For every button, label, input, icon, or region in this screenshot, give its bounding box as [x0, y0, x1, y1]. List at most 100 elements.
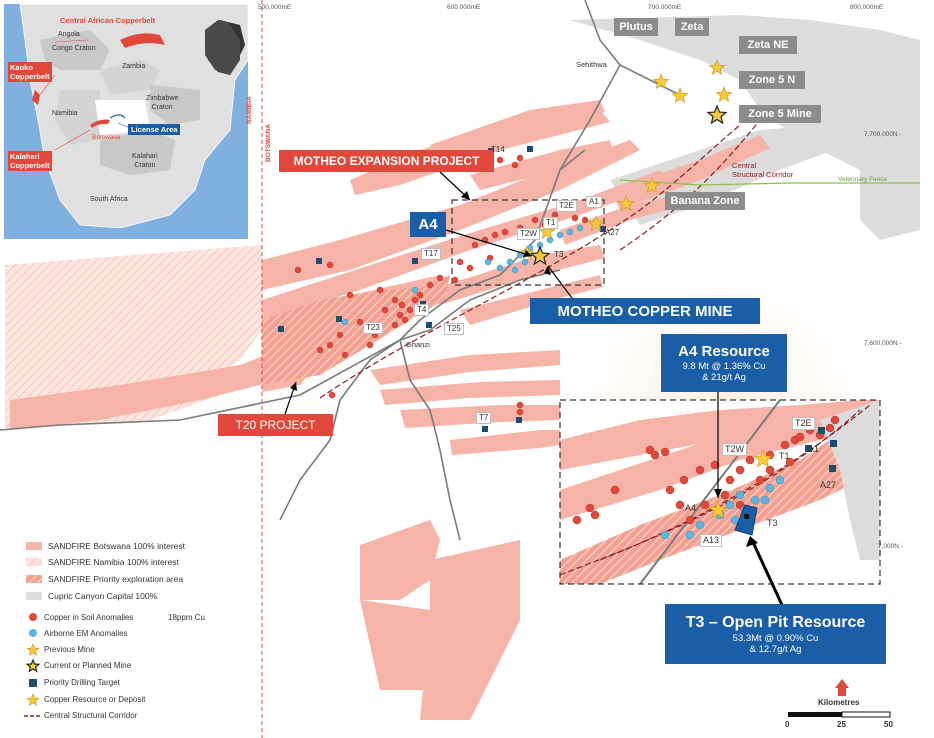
zoom-tag-a4: A4 — [685, 503, 697, 513]
inset-label-zambia: Zambia — [122, 63, 146, 70]
legend-sandfire-priority: SANDFIRE Priority exploration area — [48, 574, 184, 584]
t3-pit-marker — [744, 514, 749, 519]
zoom-tag-a1: A1 — [808, 444, 820, 454]
zoom-star-t1 — [753, 449, 773, 468]
inset-label-license-area: License Area — [128, 124, 181, 135]
callout-motheo-expansion: MOTHEO EXPANSION PROJECT — [279, 150, 494, 172]
tag-t14: T14 — [491, 145, 505, 154]
label-zeta: Zeta — [675, 18, 709, 36]
t3-resource-line1: 53.3Mt @ 0.90% Cu — [732, 633, 819, 644]
legend-symbols — [24, 542, 42, 717]
scale-tick-0: 0 — [785, 720, 790, 729]
legend-copper-soil: Copper in Soil Anomalies — [44, 613, 134, 622]
zoom-drilling-targets — [805, 427, 837, 472]
tag-t7: T7 — [476, 412, 492, 424]
label-plutus: Plutus — [614, 18, 658, 36]
label-zeta-ne: Zeta NE — [739, 36, 797, 54]
inset-label-congo-craton: Congo Craton — [52, 45, 96, 52]
coord-y7700: 7,700,000N - — [864, 131, 902, 138]
scale-bar — [788, 679, 891, 718]
a4-resource-title: A4 Resource — [678, 343, 770, 360]
label-zone5n: Zone 5 N — [739, 71, 805, 89]
tag-t1: T1 — [543, 217, 559, 229]
tag-t17: T17 — [421, 248, 441, 260]
scale-title: Kilometres — [818, 698, 860, 707]
label-banana-zone: Banana Zone — [665, 192, 745, 210]
zoom-star-a4 — [708, 500, 728, 519]
tag-a27: A27 — [605, 228, 620, 237]
coord-x500: 500,000mE — [258, 4, 292, 11]
inset-map — [4, 3, 249, 239]
legend-current-mine: Current or Planned Mine — [44, 661, 132, 670]
a4-resource-line2: & 21g/t Ag — [702, 372, 746, 383]
legend-drilling-target: Priority Drilling Target — [44, 678, 120, 687]
t3-resource-line2: & 12.7g/t Ag — [749, 644, 802, 655]
legend-copper-resource: Copper Resource or Deposit — [44, 695, 146, 704]
legend-copper-threshold: 18ppm Cu — [168, 613, 205, 622]
callout-t20-project: T20 PROJECT — [218, 414, 333, 436]
inset-label-zimbabwe-craton: Zimbabwe Craton — [146, 95, 179, 111]
scale-tick-50: 50 — [884, 720, 893, 729]
star-zeta — [671, 87, 689, 103]
label-zone5-mine: Zone 5 Mine — [739, 105, 821, 123]
tag-t3: T3 — [554, 250, 564, 259]
zoom-tag-a27: A27 — [820, 480, 837, 490]
legend-sandfire-namibia: SANDFIRE Namibia 100% interest — [48, 557, 179, 567]
place-veterinary-fence: Veterinary Fence — [838, 176, 888, 183]
coord-x800: 800,000mE — [850, 4, 884, 11]
zoom-tag-t1: T1 — [779, 451, 790, 461]
legend-cupric-canyon: Cupric Canyon Capital 100% — [48, 591, 158, 601]
legend-previous-mine: Previous Mine — [44, 645, 95, 654]
t3-pit — [734, 504, 758, 536]
place-central-corridor: Central Structural Corridor — [732, 161, 794, 179]
legend-airborne-em: Airborne EM Anomalies — [44, 629, 128, 638]
callout-a4: A4 — [410, 212, 446, 237]
cupric-canyon-area — [860, 150, 920, 240]
inset-label-kaoko: Kaoko Copperbelt — [8, 62, 52, 82]
callout-motheo-mine: MOTHEO COPPER MINE — [530, 298, 760, 324]
a4-resource-box: A4 Resource 9.8 Mt @ 1.36% Cu & 21g/t Ag — [661, 334, 787, 392]
star-zone5n — [715, 86, 733, 102]
veterinary-fence — [619, 179, 920, 186]
star-a27 — [587, 215, 605, 231]
t3-resource-title: T3 – Open Pit Resource — [685, 614, 866, 631]
place-ghanzi: Ghanzi — [406, 340, 430, 349]
motheo-expansion-box — [451, 199, 605, 286]
tag-t25: T25 — [444, 323, 464, 335]
inset-label-central-african: Central African Copperbelt — [60, 16, 156, 25]
zoom-tag-t2w: T2W — [722, 443, 747, 456]
inset-label-kalahari: Kalahari Copperbelt — [8, 151, 52, 171]
border-label-botswana: BOTSWANA — [265, 124, 272, 162]
place-sehithwa: Sehithwa — [576, 60, 607, 69]
star-plutus — [652, 73, 670, 89]
zoom-soil-anomalies — [572, 415, 840, 525]
a4-resource-line1: 9.8 Mt @ 1.36% Cu — [682, 361, 766, 372]
border-label-namibia: NAMIBIA — [246, 96, 253, 124]
airborne-em-anomalies — [341, 224, 584, 326]
inset-label-south-africa: South Africa — [90, 196, 128, 203]
resource-stars — [519, 59, 733, 266]
star-t1 — [538, 223, 556, 239]
arrow-heads — [290, 191, 758, 547]
coord-y7600: 7,600,000N - — [864, 340, 902, 347]
star-motheo-mine — [529, 245, 551, 266]
legend-sandfire-botswana: SANDFIRE Botswana 100% interest — [48, 541, 186, 551]
star-banana-2 — [617, 195, 635, 211]
star-zeta-ne — [708, 59, 726, 75]
t3-callout-arrow — [750, 539, 784, 606]
tag-t23: T23 — [363, 322, 383, 334]
roads — [0, 0, 681, 541]
scale-tick-25: 25 — [837, 720, 846, 729]
zoom-tag-a13: A13 — [700, 534, 723, 547]
star-zone5-mine — [706, 104, 728, 125]
tag-a1: A1 — [586, 196, 602, 208]
inset-label-botswana: Botswana — [92, 134, 121, 141]
central-structural-corridor — [319, 124, 741, 399]
tag-t4: T4 — [414, 304, 430, 316]
coord-y-inset: 7,000N - — [878, 543, 903, 550]
zoom-inset-map — [559, 399, 881, 585]
tag-t2w: T2W — [517, 228, 540, 240]
zoom-tag-t3: T3 — [767, 518, 778, 528]
